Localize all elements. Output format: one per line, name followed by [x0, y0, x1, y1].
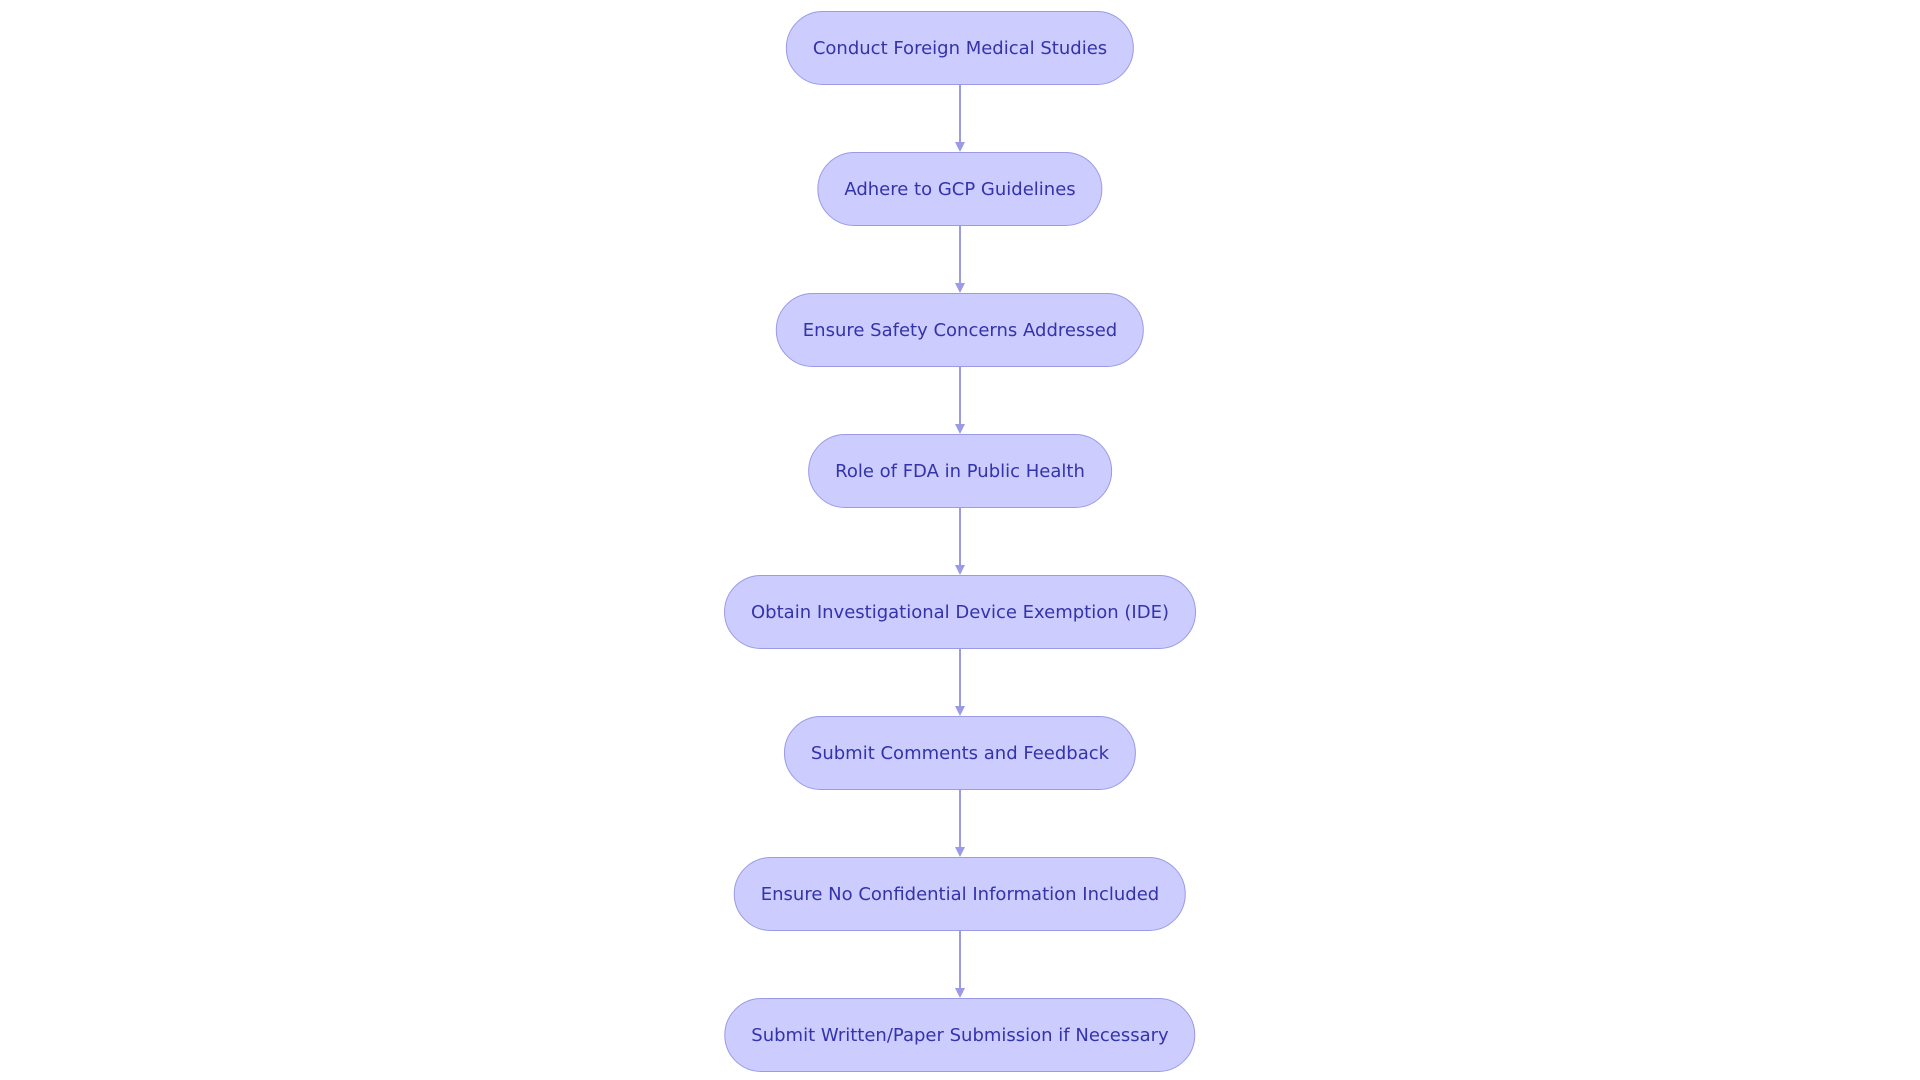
node-submit-comments-and-feedback: Submit Comments and Feedback — [783, 716, 1137, 790]
node-conduct-foreign-medical-studies: Conduct Foreign Medical Studies — [785, 11, 1135, 85]
node-adhere-to-gcp-guidelines: Adhere to GCP Guidelines — [817, 152, 1103, 226]
node-submit-written-paper-submission: Submit Written/Paper Submission if Neces… — [724, 998, 1196, 1072]
node-obtain-ide: Obtain Investigational Device Exemption … — [724, 575, 1196, 649]
node-ensure-no-confidential-information: Ensure No Confidential Information Inclu… — [733, 857, 1187, 931]
node-role-of-fda-in-public-health: Role of FDA in Public Health — [808, 434, 1112, 508]
node-ensure-safety-concerns-addressed: Ensure Safety Concerns Addressed — [775, 293, 1145, 367]
